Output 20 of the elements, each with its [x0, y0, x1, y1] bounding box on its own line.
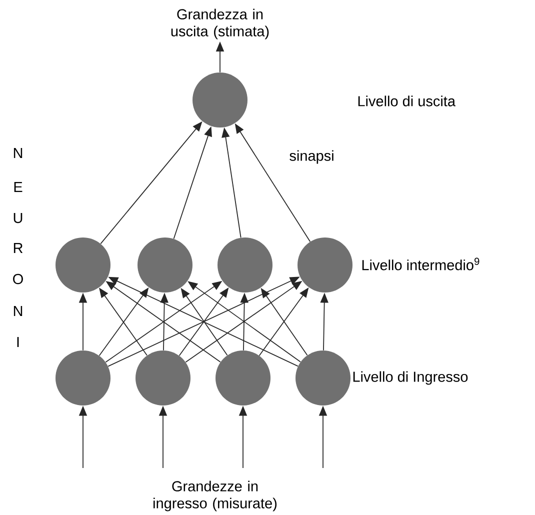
layer-label: Livello di uscita: [358, 96, 456, 106]
synapse-label: sinapsi: [290, 150, 334, 164]
vertical-letter: U: [14, 212, 22, 224]
neuron-circle: [56, 238, 110, 292]
output-label: Grandezza in uscita (stimata): [171, 8, 269, 40]
vertical-letter: R: [14, 243, 23, 253]
neuron-circle: [296, 350, 350, 406]
neuron-circle: [298, 238, 352, 292]
input-label: Grandezze in ingresso (misurate): [154, 480, 277, 512]
vertical-letter: O: [13, 274, 23, 284]
vertical-letter: N: [14, 148, 22, 158]
vertical-letter: E: [14, 182, 22, 192]
neuron-circle: [216, 350, 270, 406]
neuron-circle: [56, 350, 110, 406]
neuron-circle: [218, 238, 272, 292]
neuron-circle: [138, 238, 192, 292]
vertical-letter: N: [14, 306, 22, 316]
neuron-circle: [192, 72, 248, 128]
vertical-letter: I: [17, 337, 19, 347]
neuron-circle: [136, 350, 190, 406]
